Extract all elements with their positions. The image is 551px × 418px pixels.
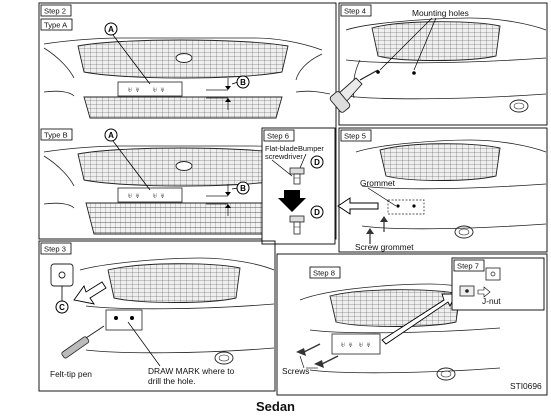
bumper-label: Bumper	[298, 144, 324, 153]
draw-mark-label-line1: DRAW MARK where to	[148, 366, 235, 376]
fog-lamp	[214, 351, 234, 365]
grommet-label: Grommet	[360, 178, 396, 188]
callout-d-bottom: D	[310, 205, 324, 219]
draw-mark-label-line2: drill the hole.	[148, 376, 196, 386]
svg-text:B: B	[240, 78, 246, 87]
callout-b-bottom: B	[231, 181, 250, 195]
panel-step-5: Step 5 Grommet Screw grommet	[337, 127, 548, 253]
svg-text:♅ ♅: ♅ ♅	[127, 85, 140, 94]
type-a-lower-grille	[83, 96, 283, 119]
emblem-icon	[175, 161, 193, 171]
panel-step-8: Step 8 ♅ ♅ ♅ ♅ Screws STI0696	[276, 253, 548, 396]
step-4-label: Step 4	[344, 7, 366, 16]
template-sticker	[50, 263, 74, 287]
screw-grommet-parts	[366, 216, 388, 244]
fog-lamp	[436, 367, 456, 381]
j-nut-label: J-nut	[482, 296, 501, 306]
step-8-tag: Step 8	[309, 266, 341, 279]
j-nut-icon	[459, 267, 501, 298]
step-8-grille	[329, 289, 461, 327]
callout-d-top: D	[310, 155, 324, 169]
svg-text:C: C	[59, 303, 65, 312]
step-6-tag: Step 6	[263, 129, 295, 142]
svg-text:B: B	[240, 184, 246, 193]
step-4-tag: Step 4	[340, 4, 372, 17]
step-5-tag: Step 5	[340, 129, 372, 142]
step-3-label: Step 3	[44, 245, 66, 254]
screw-grommet-label: Screw grommet	[355, 242, 414, 252]
mounting-holes-label: Mounting holes	[412, 8, 469, 18]
type-b-lower-grille	[85, 202, 281, 235]
step-4-car-front	[345, 17, 547, 113]
svg-text:♅ ♅: ♅ ♅	[358, 340, 371, 349]
panel-step-2: Step 2 Type A ♅ ♅ ♅ ♅	[38, 2, 337, 240]
callout-a-top: A	[104, 22, 151, 85]
step-3-tag: Step 3	[40, 242, 72, 255]
figure-caption: Sedan	[255, 399, 295, 414]
type-a-label: Type A	[44, 21, 68, 30]
fog-lamp	[454, 225, 474, 239]
step-3-grille	[107, 263, 241, 303]
svg-text:♅ ♅: ♅ ♅	[152, 191, 165, 200]
svg-text:D: D	[314, 158, 320, 167]
felt-tip-pen-label: Felt-tip pen	[50, 369, 92, 379]
panel-step-6: Step 6 Flat-blade screwdriver Bumper D D	[261, 127, 336, 245]
step-5-label: Step 5	[344, 132, 366, 141]
type-b-tag: Type B	[40, 128, 73, 141]
type-b-label: Type B	[44, 131, 68, 140]
up-left-arrow-icon	[73, 281, 107, 305]
left-arrow-icon	[337, 197, 379, 215]
step-6-label: Step 6	[267, 132, 289, 141]
flat-blade-label: Flat-blade	[265, 144, 298, 153]
step-7-tag: Step 7	[453, 259, 485, 272]
felt-tip-pen-icon	[61, 325, 105, 359]
screws-parts	[296, 343, 339, 368]
type-a-car-front: ♅ ♅ ♅ ♅	[43, 37, 331, 119]
figure-code: STI0696	[510, 381, 542, 391]
svg-text:A: A	[108, 131, 114, 140]
svg-text:♅ ♅: ♅ ♅	[127, 191, 140, 200]
drill-icon	[329, 69, 379, 113]
step-8-label: Step 8	[313, 269, 335, 278]
mounting-hole	[412, 71, 416, 75]
callout-c: C	[55, 286, 69, 314]
down-arrow-icon	[278, 190, 306, 212]
step-4-grille	[371, 21, 501, 61]
step-7-label: Step 7	[457, 262, 479, 271]
type-a-tag: Type A	[40, 18, 73, 31]
template-on-bumper	[105, 309, 143, 331]
screwdriver-label: screwdriver	[265, 152, 303, 161]
plate-area	[387, 199, 425, 215]
step-3-car-front	[79, 257, 275, 365]
screws-label: Screws	[282, 366, 309, 376]
svg-text:♅ ♅: ♅ ♅	[152, 85, 165, 94]
svg-text:A: A	[108, 25, 114, 34]
panel-step-4: Step 4 Mounting holes	[329, 2, 548, 126]
callout-a-bottom: A	[104, 128, 151, 191]
grommet-removal-bottom	[289, 215, 305, 235]
panel-step-7: Step 7 J-nut	[451, 257, 545, 311]
license-bracket	[117, 187, 183, 203]
emblem-icon	[175, 53, 193, 63]
fog-lamp	[509, 99, 529, 113]
grommet-removal-top	[271, 153, 307, 185]
step-5-car-front	[355, 139, 547, 239]
step-2-tag: Step 2	[40, 4, 72, 17]
step-2-label: Step 2	[44, 7, 66, 16]
callout-b-top: B	[231, 75, 250, 89]
license-bracket	[331, 333, 381, 355]
type-b-car-front: ♅ ♅ ♅ ♅	[43, 145, 331, 235]
license-bracket	[117, 81, 183, 97]
panel-step-3: Step 3 C Felt-tip pen DRAW MARK	[38, 240, 276, 392]
svg-text:D: D	[314, 208, 320, 217]
step-8-car-front: ♅ ♅ ♅ ♅	[299, 283, 501, 381]
svg-text:♅ ♅: ♅ ♅	[340, 340, 353, 349]
step-5-grille	[379, 143, 501, 181]
